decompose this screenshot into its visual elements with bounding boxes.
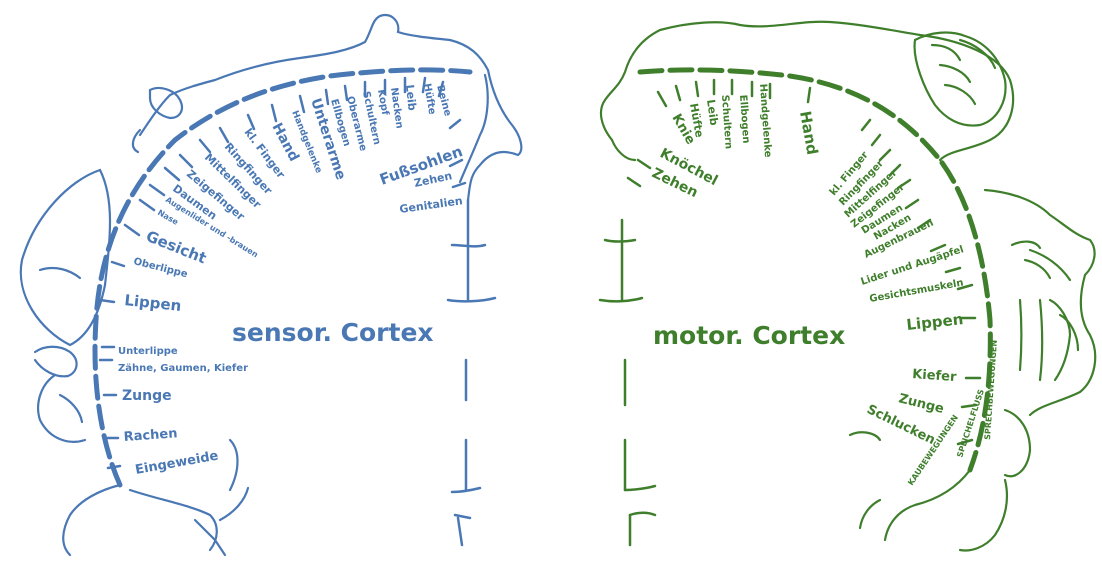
- label-zunge-motor: Zunge: [897, 391, 945, 417]
- label-leib-motor: Leib: [704, 99, 721, 127]
- label-sprechbewegungen: SPRECHBEWEGUNGEN: [983, 340, 999, 441]
- sensory-title: sensor. Cortex: [232, 318, 434, 347]
- label-zunge: Zunge: [122, 388, 172, 404]
- label-kopf: Kopf: [375, 89, 390, 117]
- motor-axis-line: [600, 220, 655, 545]
- label-ellbogen-motor: Ellbogen: [737, 94, 751, 143]
- motor-homunculus: [600, 22, 1095, 551]
- sensory-axis-line: [448, 200, 495, 545]
- label-lippen-motor: Lippen: [906, 310, 965, 334]
- label-hand-motor: Hand: [796, 110, 821, 157]
- motor-title: motor. Cortex: [653, 321, 845, 350]
- label-lippen: Lippen: [124, 291, 183, 315]
- label-nase: Nase: [156, 208, 180, 227]
- label-leib: Leib: [403, 84, 419, 111]
- label-gesichtsmuskeln: Gesichtsmuskeln: [869, 278, 965, 305]
- label-rachen: Rachen: [123, 426, 178, 445]
- motor-body-outline: [601, 22, 1095, 551]
- label-unterlippe: Unterlippe: [118, 346, 178, 357]
- label-nacken: Nacken: [388, 87, 405, 129]
- motor-labels: motor. Cortex Zehen Knöchel Knie Hüfte L…: [649, 83, 999, 487]
- label-zaehne: Zähne, Gaumen, Kiefer: [118, 363, 248, 374]
- label-oberlippe: Oberlippe: [132, 256, 189, 280]
- label-kiefer: Kiefer: [912, 367, 958, 385]
- label-eingeweide: Eingeweide: [134, 449, 220, 478]
- label-schultern-motor: Schultern: [719, 94, 734, 149]
- label-genitalien: Genitalien: [399, 194, 464, 216]
